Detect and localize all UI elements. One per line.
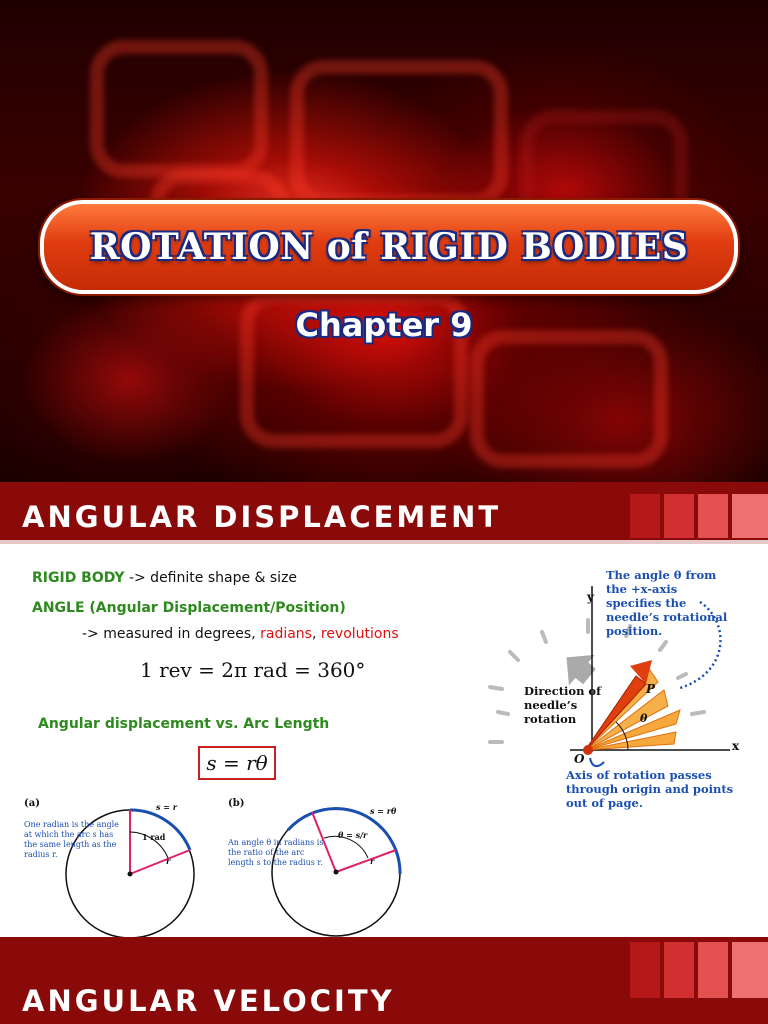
rigid-body-def: -> definite shape & size — [124, 570, 298, 586]
header-deco-block — [732, 942, 768, 998]
theta-label: θ — [640, 712, 648, 725]
measured-line: -> measured in degrees, radians, revolut… — [82, 626, 399, 642]
angle-arc-b — [323, 835, 369, 859]
slide-title: ROTATION of RIGID BODIES — [89, 226, 689, 268]
needle-ghost — [585, 731, 677, 751]
arc-b — [286, 807, 402, 875]
header-deco-block — [664, 942, 694, 998]
background-glow — [240, 290, 468, 448]
fig-a-caption: One radian is the angle at which the arc… — [24, 820, 119, 859]
slide-header: ANGULAR VELOCITY — [22, 984, 395, 1018]
background-glow — [90, 40, 268, 178]
slide-header: ANGULAR DISPLACEMENT — [22, 500, 502, 534]
radian-figure-a — [65, 808, 195, 939]
radius-b1 — [311, 811, 337, 873]
background-glow — [290, 60, 508, 208]
fig-a-arc-label: s = r — [156, 802, 177, 812]
fig-b-label: (b) — [228, 798, 245, 809]
title-slide: ROTATION of RIGID BODIES Chapter 9 — [0, 0, 768, 482]
rigid-body-line: RIGID BODY -> definite shape & size — [32, 570, 297, 586]
measured-prefix: -> measured in degrees, — [82, 626, 261, 642]
header-deco-block — [630, 942, 660, 998]
angle-arc-a — [129, 831, 169, 859]
center-b — [333, 869, 339, 875]
title-banner: ROTATION of RIGID BODIES — [40, 200, 738, 294]
needle-ghost — [585, 709, 681, 751]
radians-word: radians — [260, 626, 312, 642]
arc-a — [129, 808, 192, 851]
needle-tip — [630, 660, 652, 684]
dial-ticks — [488, 618, 706, 744]
fig-b-caption: An angle θ in radians is the ratio of th… — [228, 838, 324, 867]
axis-pointer — [589, 757, 605, 768]
fig-a-r-label: r — [166, 856, 171, 866]
fig-a-label: (a) — [24, 798, 40, 809]
needle — [583, 675, 647, 753]
radian-figure-b — [271, 807, 402, 937]
fig-b-r-label: r — [370, 856, 375, 866]
point-p-label: P — [646, 682, 656, 696]
needle-direction-caption: Direction of needle’s rotation — [524, 684, 602, 726]
radius-b2 — [335, 849, 397, 873]
angular-velocity-slide: ANGULAR VELOCITY — [0, 942, 768, 1024]
fig-b-theta-label: θ = s/r — [338, 830, 368, 840]
angle-line: ANGLE (Angular Displacement/Position) — [32, 600, 346, 616]
background-glow — [470, 330, 668, 468]
header-deco-block — [698, 494, 728, 538]
fig-a-rad-label: 1 rad — [142, 832, 166, 842]
displacement-vs-arc: Angular displacement vs. Arc Length — [38, 716, 330, 732]
needle-rotation-figure — [488, 586, 730, 768]
header-band: ANGULAR DISPLACEMENT — [0, 482, 768, 544]
header-deco-block — [664, 494, 694, 538]
header-deco-block — [630, 494, 660, 538]
header-deco-block — [698, 942, 728, 998]
theta-arc — [615, 721, 629, 751]
needle-position-caption: The angle θ from the +x-axis specifies t… — [606, 568, 728, 638]
pivot-point — [583, 745, 593, 755]
header-deco-block — [732, 494, 768, 538]
origin-label: O — [574, 752, 585, 766]
slide-bottom-band — [0, 937, 768, 942]
center-a — [127, 871, 133, 877]
radius-a2 — [129, 849, 191, 875]
axis-caption: Axis of rotation passes through origin a… — [566, 768, 734, 810]
rigid-body-term: RIGID BODY — [32, 570, 125, 586]
rotation-direction-arrow — [566, 654, 596, 686]
angular-displacement-slide: ANGULAR DISPLACEMENT RIGID BODY -> defin… — [0, 482, 768, 942]
arc-length-formula: s = rθ — [198, 746, 276, 780]
y-axis-label: y — [587, 590, 594, 604]
caption-pointer — [679, 600, 722, 690]
fig-b-arc-label: s = rθ — [370, 806, 397, 816]
x-axis-label: x — [732, 739, 740, 753]
revolution-formula: 1 rev = 2π rad = 360° — [140, 658, 366, 682]
header-divider — [0, 540, 768, 544]
revolutions-word: revolutions — [320, 626, 399, 642]
chapter-label: Chapter 9 — [295, 306, 473, 344]
measured-sep: , — [311, 626, 321, 642]
needle-ghost — [585, 689, 669, 751]
